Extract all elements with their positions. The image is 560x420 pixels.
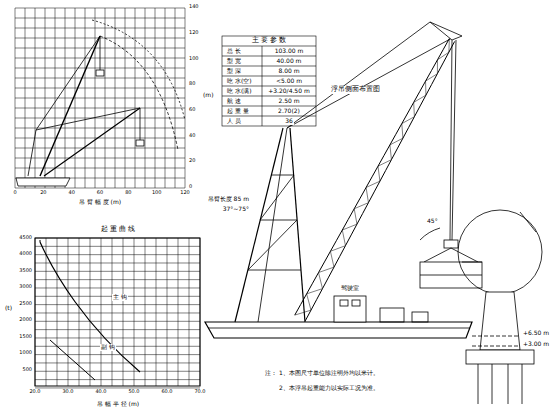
drawing-label: 3500 [18, 268, 33, 274]
drawing-label: +3.00 m [522, 341, 550, 348]
drawing-label: 70.0 [193, 389, 206, 395]
drawing-label: 40.0 [94, 389, 107, 395]
drawing-label: 0 [12, 190, 17, 196]
drawing-label: 4500 [18, 235, 33, 241]
drawing-label: 主 钩 [112, 294, 128, 301]
drawing-label: +6.50 m [522, 330, 550, 337]
drawing-label: 60 [96, 190, 104, 196]
drawing-label: 吊臂长度 85 m [207, 196, 250, 203]
drawing-label: 2、本浮吊起重能力以实际工况为准。 [278, 385, 380, 392]
drawing-label: 吊 臂 幅 度 (m) [78, 199, 122, 206]
drawing-label: 2000 [18, 317, 33, 323]
drawing-label: 4000 [18, 251, 33, 257]
drawing-label: 80 [124, 190, 132, 196]
drawing-label: 120 [188, 30, 200, 36]
drawing-label: +3.20/4.50 m [267, 88, 311, 95]
drawing-label: 60 [188, 107, 196, 113]
drawing-label: 120 [179, 190, 191, 196]
drawing-label: 37°~75° [222, 206, 250, 213]
drawing-label: 60.0 [160, 389, 173, 395]
drawing-label: 起 重 量 [226, 108, 250, 115]
drawing-label: 人 员 [226, 118, 242, 125]
capacity-grid [35, 238, 200, 388]
drawing-label: 100 [188, 56, 200, 62]
drawing-label: 140 [188, 4, 200, 10]
drawing-label: 起 重 曲 线 [100, 226, 137, 234]
clearance-sketch [16, 20, 185, 186]
drawing-label: 吃 水(空) [226, 78, 253, 85]
drawing-label: 1、本图尺寸单位除注明外均以米计。 [278, 370, 380, 377]
drawing-label: 3000 [18, 284, 33, 290]
drawing-label: 1000 [18, 350, 33, 356]
capacity-curve [40, 240, 140, 380]
drawing-label: 103.00 m [274, 48, 305, 55]
drawing-label: 主 要 参 数 [251, 37, 288, 45]
drawing-label: 注： [264, 370, 278, 377]
drawing-label: 30.0 [61, 389, 74, 395]
drawing-label: 吃 水(满) [226, 88, 253, 95]
drawing-label: 航 速 [226, 98, 242, 105]
drawing-label: 500 [21, 367, 33, 373]
drawing-label: (m) [202, 92, 215, 99]
drawing-label: 36 [284, 118, 294, 125]
drawing-label: 8.00 m [277, 68, 300, 75]
drawing-label: (t) [4, 305, 13, 312]
drawing-label: 总 长 [226, 48, 242, 55]
drawing-label: 型 宽 [226, 58, 242, 65]
parameter-table [222, 36, 316, 126]
drawing-label: 100 [151, 190, 163, 196]
drawing-label: 副 钩 [100, 344, 116, 351]
drawing-label: 40 [67, 190, 75, 196]
drawing-label: 2.70(2) [277, 108, 301, 115]
drawing-label: 浮吊侧面布置图 [330, 86, 381, 94]
drawing-label: 40.00 m [276, 58, 303, 65]
floating-crane [205, 22, 542, 404]
drawing-label: 20.0 [28, 389, 41, 395]
drawing-label: 型 深 [226, 68, 242, 75]
drawing-label: 吊 幅 半 径 (m) [96, 401, 140, 408]
drawing-label: 驾驶室 [340, 285, 360, 292]
drawing-label: 50.0 [127, 389, 140, 395]
drawing-label: 80 [188, 81, 196, 87]
drawing-label: 20 [39, 190, 47, 196]
drawing-label: 45° [426, 218, 439, 225]
drawing-label: <5.00 m [275, 78, 303, 85]
drawing-label: 40 [188, 133, 196, 139]
clearance-grid [15, 8, 185, 188]
drawing-label: 20 [188, 158, 196, 164]
drawing-label: 0 [188, 184, 193, 190]
drawing-label: 2500 [18, 301, 33, 307]
drawing-label: 2.50 m [277, 98, 300, 105]
drawing-label: 1500 [18, 334, 33, 340]
